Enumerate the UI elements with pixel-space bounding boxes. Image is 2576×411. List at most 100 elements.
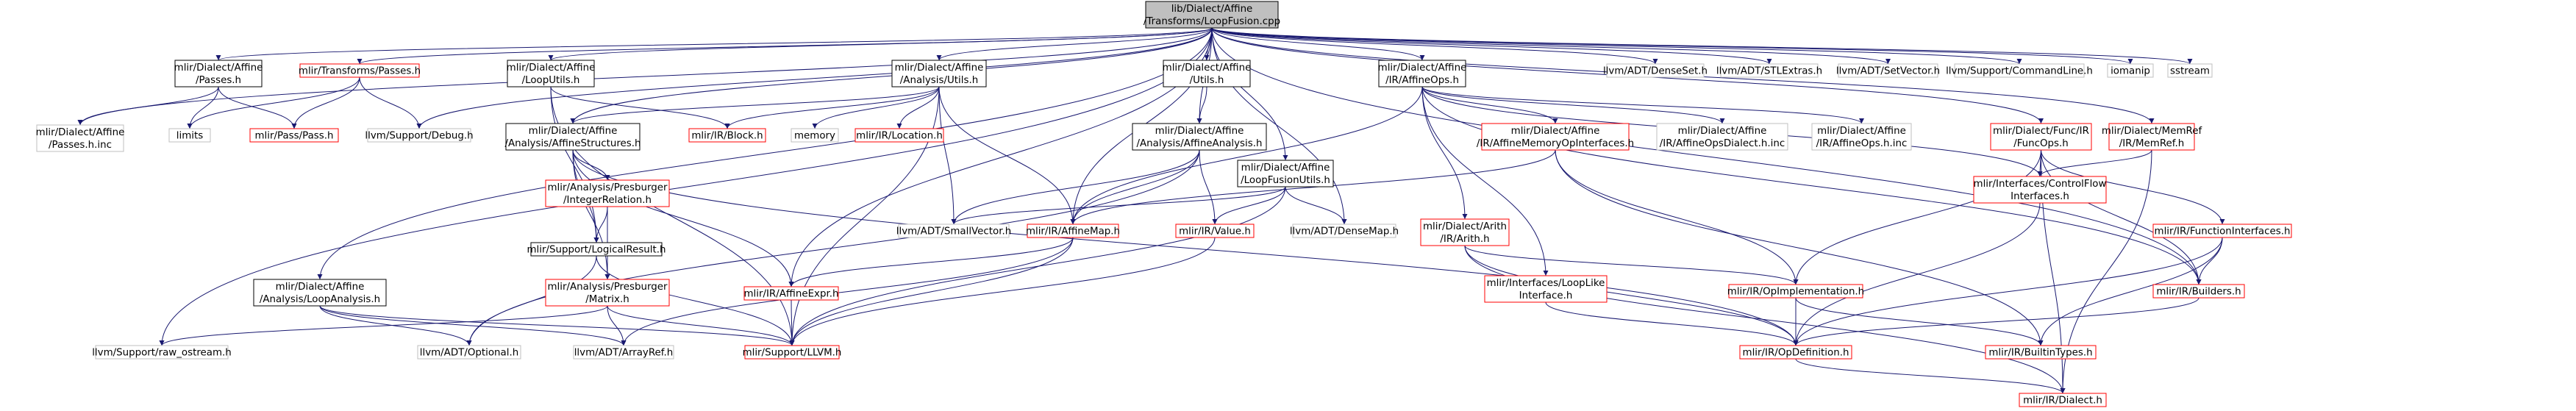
node-box [1175,224,1255,238]
node-passes[interactable]: mlir/Dialect/Affine/Passes.h [174,60,263,87]
edge-passes-to-limits [187,86,219,129]
node-label-line: mlir/Dialect/Func/IR [1993,126,2089,137]
node-label-line: /LoopFusionUtils.h [1241,175,1330,186]
edge-arith-to-dialect_h [1464,245,2066,394]
node-box [2108,123,2195,151]
node-root[interactable]: lib/Dialect/Affine/Transforms/LoopFusion… [1143,1,1280,29]
edge-affinemap-to-arrayref [621,237,1074,346]
node-transforms_passes[interactable]: mlir/Transforms/Passes.h [299,63,421,78]
node-functioninterfaces[interactable]: mlir/IR/FunctionInterfaces.h [2152,224,2292,238]
edge-loopfusionutils-to-smallvector [951,186,1286,225]
edge-root-to-stlextras [1211,27,1772,65]
node-box [1484,275,1608,303]
node-label-line: llvm/ADT/SetVector.h [1836,66,1940,77]
node-logicalresult[interactable]: mlir/Support/LogicalResult.h [527,242,666,257]
node-label-line: /Analysis/AffineAnalysis.h [1137,138,1263,149]
node-label-line: /Utils.h [1190,75,1224,86]
node-affineexpr[interactable]: mlir/IR/AffineExpr.h [743,286,839,301]
node-builders[interactable]: mlir/IR/Builders.h [2152,284,2245,299]
node-label-line: mlir/Transforms/Passes.h [299,66,421,77]
node-pass_h[interactable]: mlir/Pass/Pass.h [249,128,339,143]
node-analysis_utils[interactable]: mlir/Dialect/Affine/Analysis/Utils.h [891,60,987,87]
node-label-line: /Passes.h.inc [49,140,112,151]
node-opdefinition[interactable]: mlir/IR/OpDefinition.h [1739,345,1852,360]
edge-affine_utils-to-affine_analysis [1196,86,1207,124]
node-box [891,60,987,87]
node-affine_utils[interactable]: mlir/Dialect/Affine/Utils.h [1163,60,1252,87]
edge-root-to-builders [1211,27,2202,285]
node-label-line: mlir/IR/Value.h [1179,226,1251,237]
edge-mem_op_interfaces-to-opimpl [1555,149,1799,285]
node-memory: memory [791,128,839,143]
edge-affinemap-to-affineexpr [788,237,1074,287]
node-box [36,124,124,152]
edge-analysis_utils-to-block_h [724,86,940,129]
node-box [545,179,670,207]
node-label-line: mlir/Dialect/Affine [1511,126,1600,137]
node-box [1811,123,1912,151]
node-box [530,242,663,257]
node-funcops[interactable]: mlir/Dialect/Func/IR/FuncOps.h [1990,123,2092,151]
node-box [299,63,420,78]
node-box [1378,60,1466,87]
edge-affine_structures-to-presburger_rel [572,149,610,181]
node-affine_structures[interactable]: mlir/Dialect/Affine/Analysis/AffineStruc… [504,123,641,151]
edge-funcops-to-functioninterfaces [2041,149,2225,225]
edge-root-to-affineexpr [788,27,1213,287]
node-label-line: mlir/Dialect/Affine [1817,126,1906,137]
node-opimpl[interactable]: mlir/IR/OpImplementation.h [1727,284,1864,299]
edge-affine_analysis-to-affinemap [1070,149,1200,225]
node-matrix[interactable]: mlir/Analysis/Presburger/Matrix.h [545,279,670,307]
node-dialect_h[interactable]: mlir/IR/Dialect.h [2019,393,2107,407]
node-label-line: /IntegerRelation.h [563,195,652,206]
node-label-line: llvm/ADT/ArrayRef.h [574,348,674,359]
node-label-line: llvm/ADT/SmallVector.h [896,226,1011,237]
node-value_h[interactable]: mlir/IR/Value.h [1175,224,1255,238]
edge-matrix-to-llvm_h [607,305,795,346]
node-presburger_rel[interactable]: mlir/Analysis/Presburger/IntegerRelation… [545,179,670,207]
node-looputils[interactable]: mlir/Dialect/Affine/LoopUtils.h [507,60,596,87]
node-memref[interactable]: mlir/Dialect/MemRef/IR/MemRef.h [2102,123,2202,151]
edge-opdefinition-to-dialect_h [1795,358,2066,394]
node-mem_op_interfaces[interactable]: mlir/Dialect/Affine/IR/AffineMemoryOpInt… [1477,123,1634,151]
node-box [1145,1,1279,29]
nodes-layer: lib/Dialect/Affine/Transforms/LoopFusion… [36,1,2292,407]
node-label-line: mlir/IR/AffineMap.h [1026,226,1120,237]
node-box [898,224,1010,238]
edge-affineops-to-affineopsdialect_inc [1421,86,1725,124]
edge-transforms_passes-to-pass_h [291,76,360,129]
node-arith[interactable]: mlir/Dialect/Arith/IR/Arith.h [1420,218,1510,246]
edge-analysis_utils-to-affinemap [938,86,1076,225]
node-box [1606,63,1705,78]
node-builtintypes[interactable]: mlir/IR/BuiltinTypes.h [1985,345,2097,360]
edge-root-to-passes [215,27,1213,61]
node-label-line: /Matrix.h [585,294,629,305]
node-label-line: mlir/IR/Dialect.h [2023,396,2102,407]
node-label-line: /IR/MemRef.h [2119,138,2185,149]
node-loopfusionutils[interactable]: mlir/Dialect/Affine/LoopFusionUtils.h [1237,160,1334,187]
node-box [743,286,839,301]
node-label-line: llvm/ADT/DenseSet.h [1603,66,1708,77]
node-label-line: mlir/IR/FunctionInterfaces.h [2155,226,2291,237]
edge-functioninterfaces-to-opdefinition [1793,237,2223,346]
node-box [2167,63,2213,78]
node-location_h[interactable]: mlir/IR/Location.h [854,128,944,143]
node-affineops[interactable]: mlir/Dialect/Affine/IR/AffineOps.h [1378,60,1467,87]
node-block_h[interactable]: mlir/IR/Block.h [688,128,766,143]
node-box [1728,284,1863,299]
node-label-line: Interface.h [1519,290,1573,301]
node-box [744,345,840,360]
edge-value_h-to-llvm_h [789,237,1216,346]
node-affinemap[interactable]: mlir/IR/AffineMap.h [1026,224,1120,238]
node-affine_analysis[interactable]: mlir/Dialect/Affine/Analysis/AffineAnaly… [1132,123,1267,151]
node-label-line: mlir/IR/AffineExpr.h [743,289,838,300]
edge-root-to-loopfusionutils [1211,27,1288,161]
node-label-line: lib/Dialect/Affine [1171,4,1253,15]
edge-analysis_utils-to-location_h [896,86,940,129]
node-affineopsdialect_inc: mlir/Dialect/Affine/IR/AffineOpsDialect.… [1656,123,1788,151]
node-loopanalysis[interactable]: mlir/Dialect/Affine/Analysis/LoopAnalysi… [253,279,387,307]
node-llvm_h[interactable]: mlir/Support/LLVM.h [743,345,842,360]
node-label-line: sstream [2170,66,2210,77]
